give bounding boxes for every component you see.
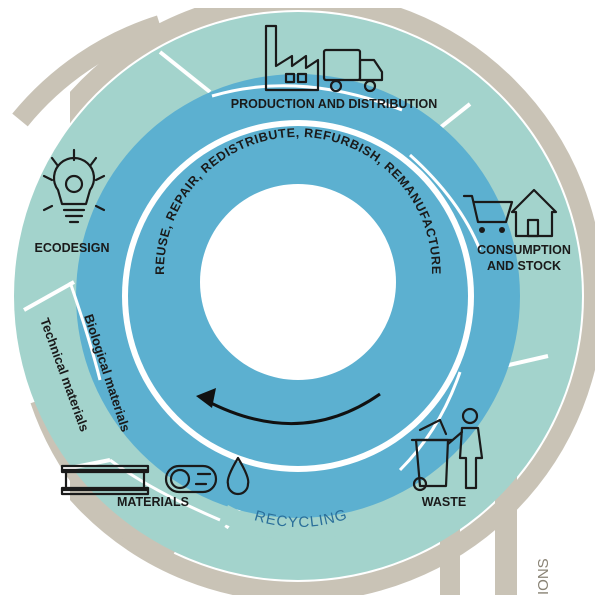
center-hole xyxy=(200,184,396,380)
log-icon xyxy=(164,464,218,494)
production-icons xyxy=(264,24,384,93)
factory-icon xyxy=(264,24,320,92)
recycling-band xyxy=(220,500,400,541)
trash-bin-icon xyxy=(410,418,454,492)
consumption-label-line1: CONSUMPTION xyxy=(477,243,571,257)
steel-beam-icon xyxy=(60,464,150,496)
person-icon xyxy=(446,407,484,490)
band-arc-left xyxy=(12,15,164,127)
house-icon xyxy=(510,188,558,238)
ecodesign-label: ECODESIGN xyxy=(34,241,109,255)
corner-partial-label: IONS xyxy=(535,558,552,595)
materials-label: MATERIALS xyxy=(117,495,189,509)
waste-label: WASTE xyxy=(422,495,466,509)
droplet-icon xyxy=(226,456,250,496)
lightbulb-icon xyxy=(42,148,106,224)
arrow-icon xyxy=(196,388,381,425)
consumption-label-line2: AND STOCK xyxy=(487,259,561,273)
shopping-cart-icon xyxy=(462,194,514,233)
truck-icon xyxy=(322,48,384,93)
production-label: PRODUCTION AND DISTRIBUTION xyxy=(231,97,437,111)
